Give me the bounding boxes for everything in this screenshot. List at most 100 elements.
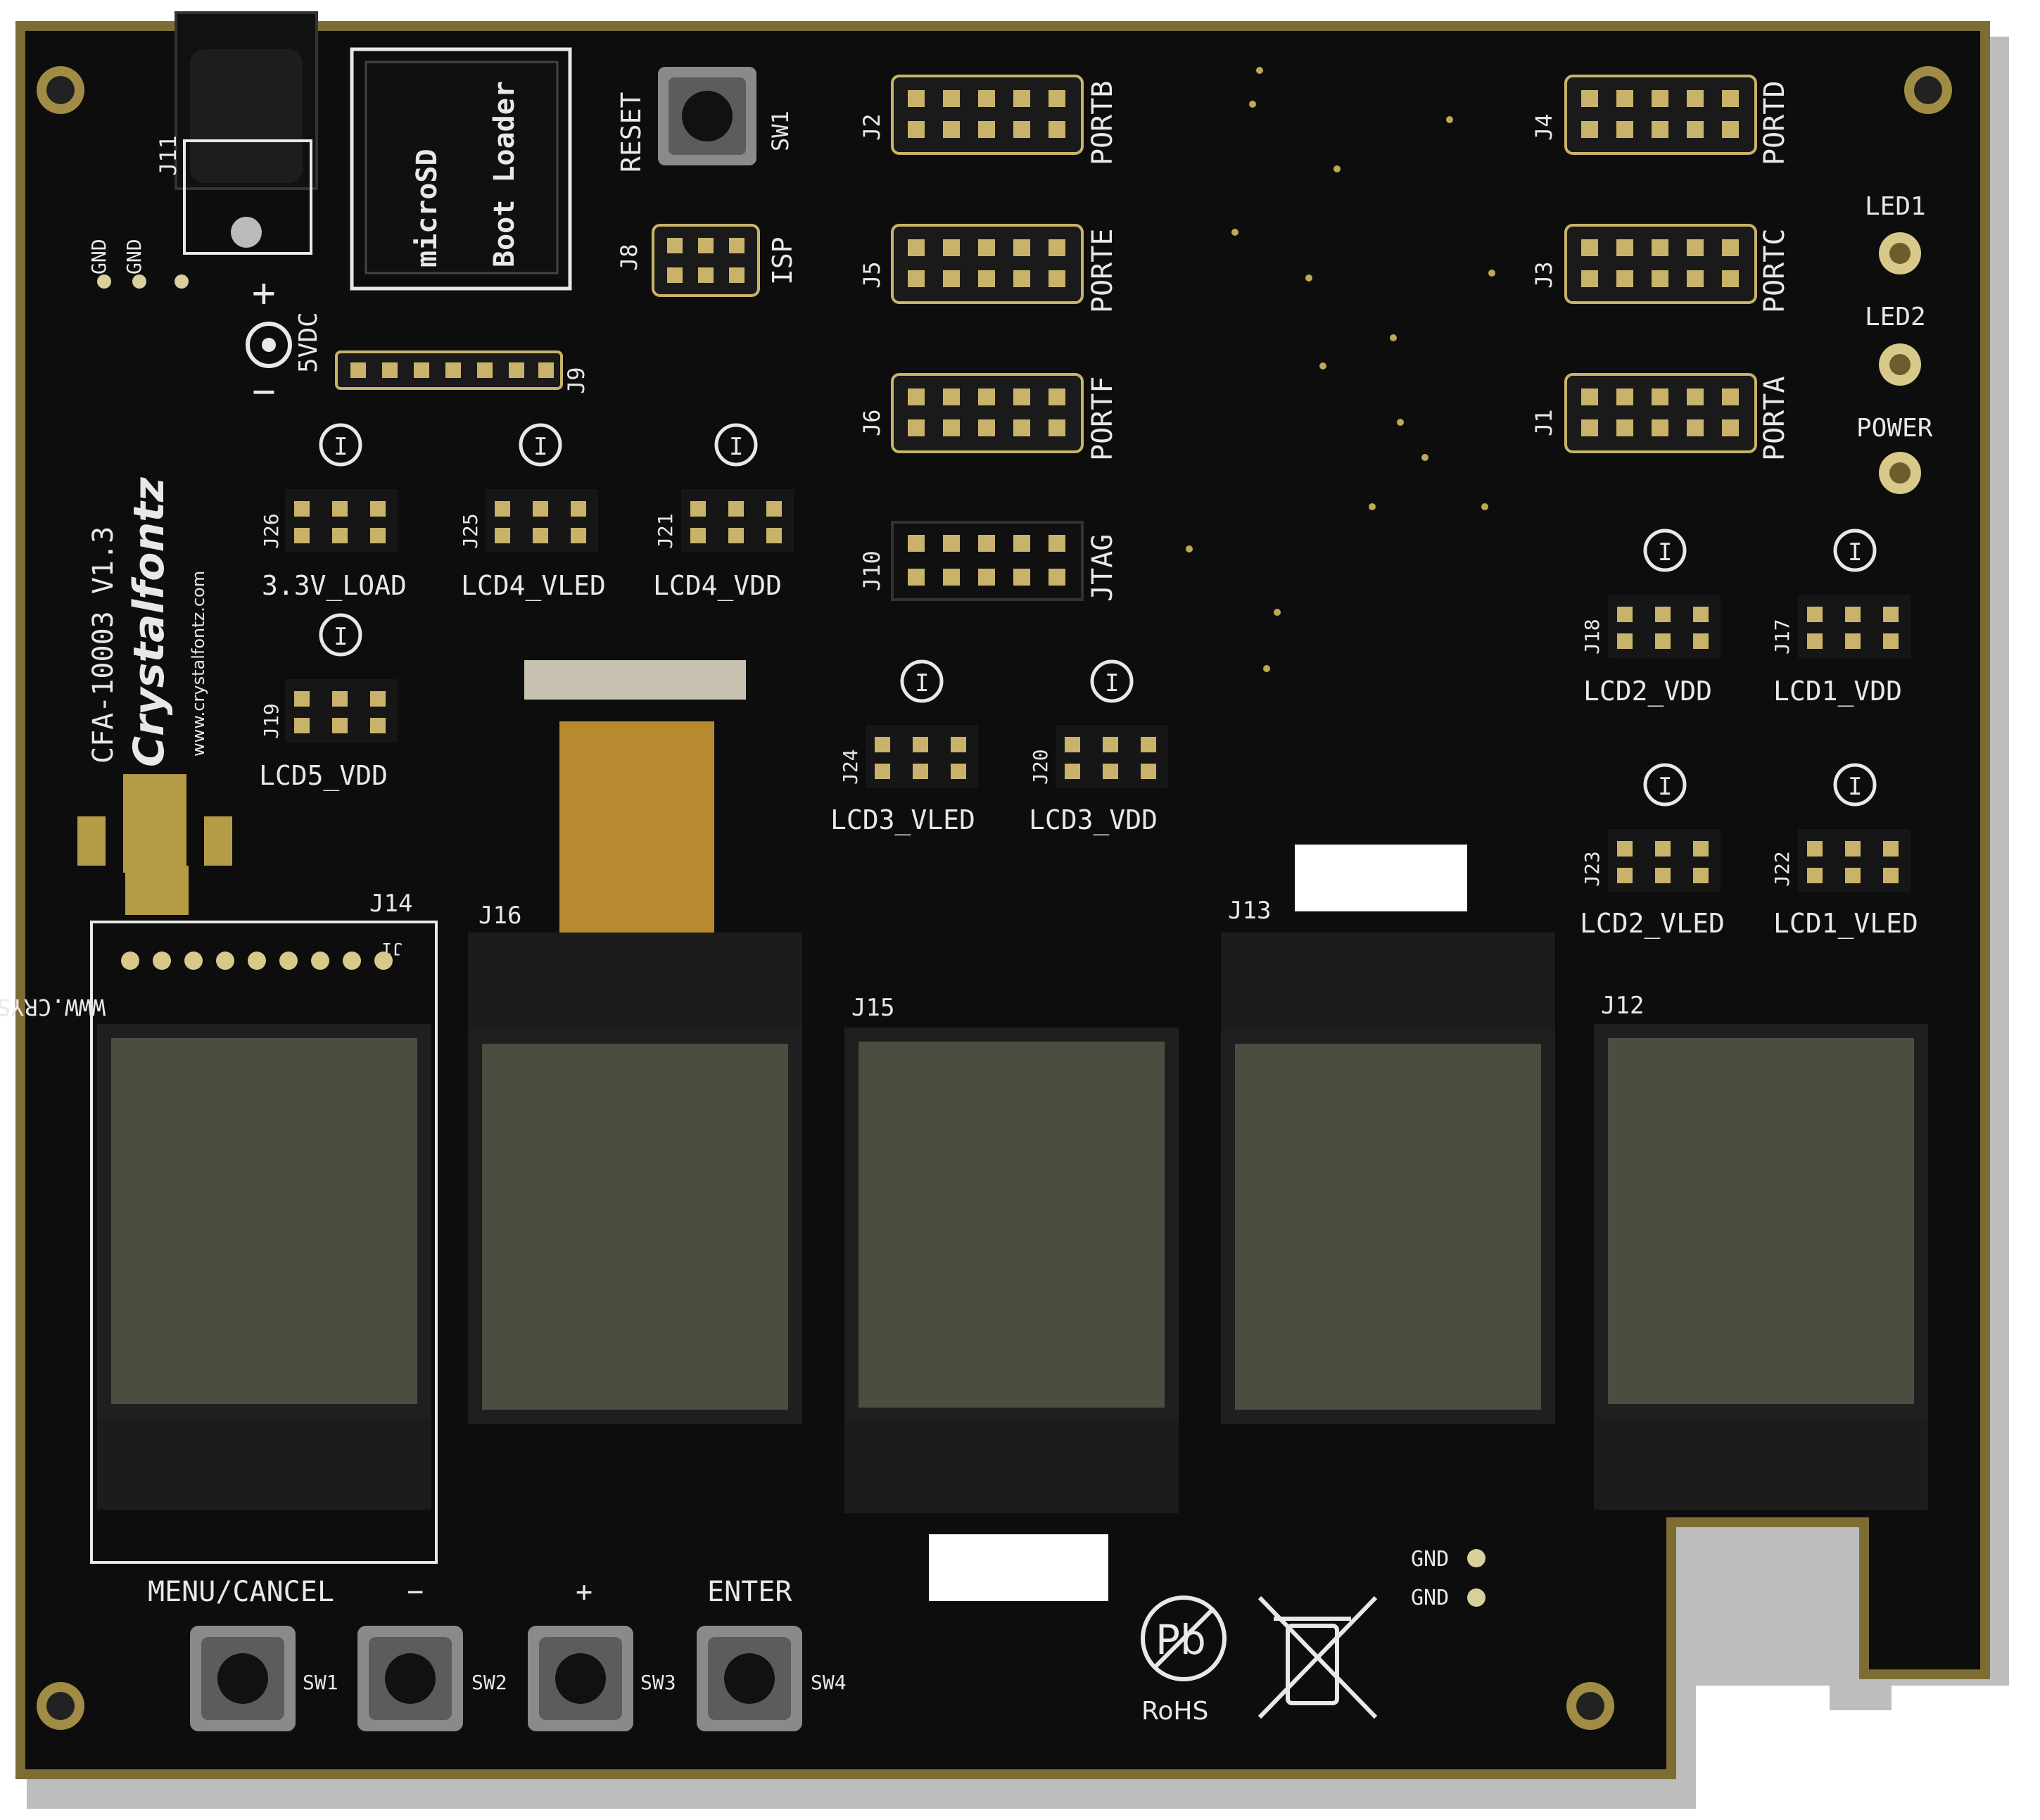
port-header-j3 <box>1564 224 1757 304</box>
j26-label: J26 <box>260 513 283 549</box>
zif-connector <box>524 660 746 700</box>
jumper-j17 <box>1798 529 1911 658</box>
j9-pins <box>350 362 554 378</box>
jumper-j22-i: I <box>1848 773 1862 801</box>
weee-bin-icon <box>1257 1595 1378 1719</box>
lcd-j16-screen <box>482 1044 788 1410</box>
lcd1-vled-label: LCD1_VLED <box>1773 908 1918 940</box>
sw4-label: SW4 <box>811 1671 847 1694</box>
gnd-pad <box>1467 1549 1485 1567</box>
lcd-j14-bezel <box>97 1418 431 1510</box>
jumper-j20 <box>1056 659 1168 788</box>
portf-label: PORTF <box>1086 377 1119 461</box>
j10-label: J10 <box>859 550 885 591</box>
jtag-header-j10 <box>891 521 1084 601</box>
gnd-label-4: GND <box>1411 1586 1449 1610</box>
lcd2-vled-label: LCD2_VLED <box>1580 908 1725 940</box>
led2-center <box>1889 354 1911 375</box>
enter-button[interactable] <box>697 1626 802 1731</box>
lcd-j12-screen <box>1608 1038 1914 1404</box>
j5-label: J5 <box>859 261 885 289</box>
lcd5-vdd-label: LCD5_VDD <box>259 760 388 792</box>
lcd3-vdd-label: LCD3_VDD <box>1029 804 1158 836</box>
menu-cancel-label: MENU/CANCEL <box>148 1576 334 1608</box>
microsd-label: microSD <box>411 148 443 267</box>
jumper-j21-i: I <box>729 433 743 461</box>
plus-button[interactable] <box>528 1626 633 1731</box>
lcd-j14-screen <box>111 1038 417 1404</box>
board-cutout-top <box>1295 845 1467 911</box>
jumper-j24 <box>866 659 978 788</box>
port-header-j6 <box>891 373 1084 453</box>
lcd-j13-bezel <box>1221 933 1555 1030</box>
jumper-j25-i: I <box>533 433 547 461</box>
reset-label: RESET <box>616 92 647 172</box>
flex-cable <box>559 721 714 933</box>
minus-button[interactable] <box>357 1626 463 1731</box>
lcd-j14-header-pins <box>121 952 393 970</box>
port-header-j5 <box>891 224 1084 304</box>
jtag-label: JTAG <box>1086 534 1119 602</box>
j1-label: J1 <box>1531 409 1557 436</box>
brand-name: Crystalfontz <box>125 476 174 767</box>
lcd-j14-url: WWW.CRYSTALFONTZ.COM <box>0 994 106 1020</box>
j16-label: J16 <box>479 902 521 930</box>
power-led-center <box>1889 462 1911 484</box>
j11-label: J11 <box>155 135 182 176</box>
j9-label: J9 <box>563 367 590 394</box>
lcd1-vdd-label: LCD1_VDD <box>1773 676 1902 707</box>
jumper-j23-i: I <box>1658 773 1672 801</box>
menu-cancel-button[interactable] <box>190 1626 296 1731</box>
lcd-j12-bezel <box>1594 1418 1928 1510</box>
board-cutout <box>929 1534 1108 1601</box>
jumper-j22 <box>1798 763 1911 892</box>
brand-website: www.crystalfontz.com <box>189 571 208 757</box>
jumper-j23 <box>1608 763 1721 892</box>
port-header-j2 <box>891 75 1084 155</box>
j15-label: J15 <box>851 994 894 1022</box>
lcd3-vled-label: LCD3_VLED <box>830 804 975 836</box>
j3-label: J3 <box>1531 261 1557 289</box>
bootloader-label: Boot Loader <box>488 81 521 267</box>
porte-label: PORTE <box>1086 229 1119 313</box>
lcd-j15-screen <box>859 1042 1165 1408</box>
gnd-label-1: GND <box>87 239 110 274</box>
lcd-j14-outline <box>90 921 438 1564</box>
portc-label: PORTC <box>1759 229 1791 313</box>
rohs-icon <box>1141 1595 1227 1681</box>
port-header-j1 <box>1564 373 1757 453</box>
j4-label: J4 <box>1531 113 1557 141</box>
j13-label: J13 <box>1228 897 1271 925</box>
j8-label: J8 <box>616 244 642 271</box>
gnd-pad <box>1467 1588 1485 1607</box>
sw1-label: SW1 <box>303 1671 338 1694</box>
microsd-socket <box>365 61 559 274</box>
gnd-label-2: GND <box>122 239 146 274</box>
port-header-j4 <box>1564 75 1757 155</box>
isp-label: ISP <box>767 236 798 285</box>
j14-label: J14 <box>369 890 412 918</box>
jumper-j26-i: I <box>334 433 348 461</box>
portb-label: PORTB <box>1086 81 1119 165</box>
power-jack <box>175 11 318 255</box>
gnd-pad <box>175 274 189 289</box>
sw2-label: SW2 <box>471 1671 507 1694</box>
j24-label: J24 <box>839 749 862 785</box>
j21-label: J21 <box>654 513 677 549</box>
lcd4-vdd-label: LCD4_VDD <box>653 570 782 602</box>
reset-sw1-label: SW1 <box>767 110 794 151</box>
j6-label: J6 <box>859 409 885 436</box>
crystalfontz-logo <box>77 774 232 915</box>
minus-label: − <box>407 1576 424 1608</box>
j17-label: J17 <box>1770 619 1794 655</box>
mounting-holes <box>37 66 1952 1730</box>
led2-label: LED2 <box>1865 303 1926 331</box>
isp-header <box>652 224 760 297</box>
load33-label: 3.3V_LOAD <box>262 570 407 602</box>
rohs-slash <box>1152 1606 1216 1670</box>
polarity-icon <box>246 322 292 368</box>
reset-switch[interactable] <box>658 67 756 165</box>
j19-label: J19 <box>260 703 283 739</box>
jumper-j20-i: I <box>1105 669 1119 697</box>
